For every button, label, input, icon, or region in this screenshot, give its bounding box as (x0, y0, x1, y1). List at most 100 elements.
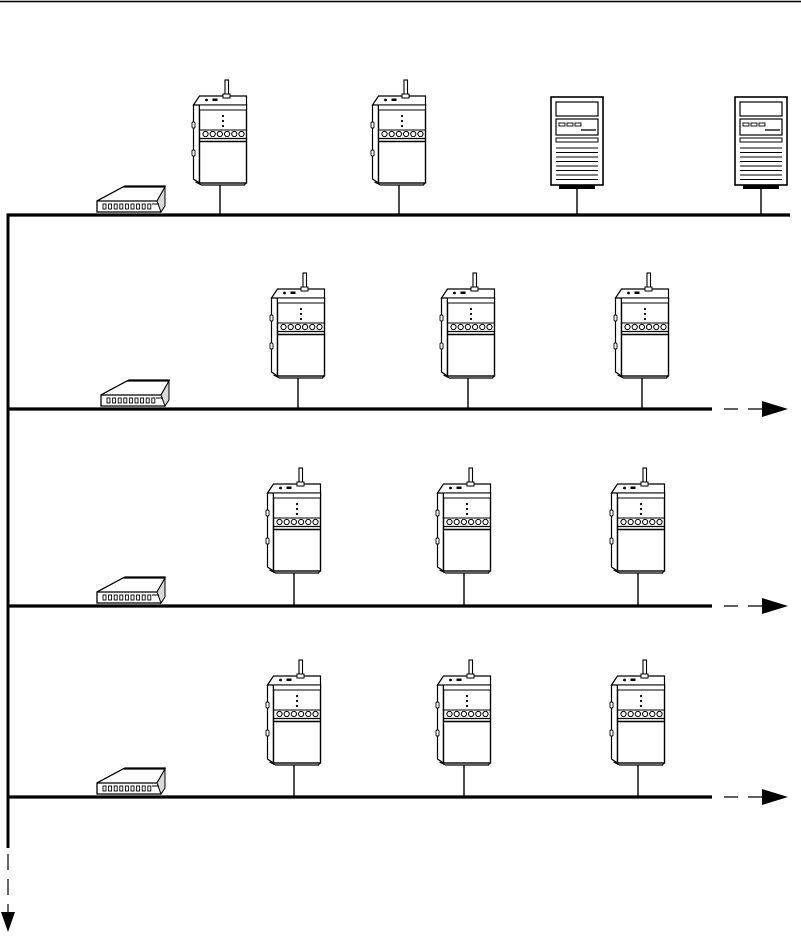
arrowhead-icon (762, 401, 788, 417)
antenna-base (467, 674, 474, 678)
terminal-screw (621, 519, 626, 524)
terminal-screw (483, 519, 488, 524)
status-label (631, 487, 636, 490)
status-label (291, 292, 296, 295)
wireless-controller-icon (266, 660, 321, 765)
controller-side-panel (268, 488, 274, 571)
terminal-screw (625, 324, 630, 329)
terminal-screw (210, 131, 215, 136)
controller-lid (442, 289, 495, 298)
antenna-base (641, 482, 648, 486)
terminal-screw (277, 519, 282, 524)
controller-lid-rim (444, 493, 491, 498)
indicator-dot (640, 503, 642, 505)
indicator-dot (296, 700, 298, 702)
terminal-screw (657, 711, 662, 716)
antenna-base (297, 482, 304, 486)
indicator-dot (296, 503, 298, 505)
status-led-icon (449, 679, 452, 682)
hub-port (113, 398, 116, 403)
indicator-dot (401, 120, 403, 122)
mount-knob (270, 343, 273, 349)
terminal-screw (483, 711, 488, 716)
terminal-screw (632, 324, 637, 329)
terminal-screw (469, 711, 474, 716)
terminal-screw (203, 131, 208, 136)
mount-knob (266, 538, 269, 544)
network-segment-2 (7, 273, 789, 417)
status-led-icon (384, 99, 387, 102)
arrowhead-icon (762, 598, 788, 614)
segment-continuation-arrow (724, 598, 788, 614)
status-label (635, 292, 640, 295)
hub-port (107, 398, 110, 403)
terminal-screw (650, 519, 655, 524)
controller-lid (268, 676, 321, 685)
terminal-screw (284, 519, 289, 524)
indicator-dot (296, 695, 298, 697)
server-tower-icon (551, 97, 603, 189)
drive-button (567, 123, 573, 126)
hub-port (103, 786, 106, 791)
drive-button (743, 123, 749, 126)
antenna-base (471, 287, 478, 291)
status-label (457, 487, 462, 490)
network-segment-1 (7, 80, 791, 215)
terminal-screw (657, 519, 662, 524)
network-hub-icon (101, 380, 169, 406)
terminal-screw (284, 711, 289, 716)
hub-port (114, 595, 117, 600)
terminal-screw (313, 711, 318, 716)
terminal-screw (277, 711, 282, 716)
hub-top-face (97, 769, 165, 783)
drive-button (559, 123, 565, 126)
terminal-screw (621, 711, 626, 716)
indicator-dot (300, 308, 302, 310)
hub-port (103, 204, 106, 209)
indicator-dot (644, 308, 646, 310)
mount-knob (614, 315, 617, 321)
terminal-screw (461, 519, 466, 524)
hub-port (125, 595, 128, 600)
status-led-icon (279, 487, 282, 490)
hub-port (146, 398, 149, 403)
wireless-controller-icon (614, 273, 669, 378)
terminal-screw (299, 519, 304, 524)
wireless-controller-icon (440, 273, 495, 378)
controller-lid (272, 289, 325, 298)
terminal-screw (239, 131, 244, 136)
indicator-dot (300, 318, 302, 320)
wireless-controller-icon (436, 660, 491, 765)
terminal-screw (454, 711, 459, 716)
terminal-screw (476, 711, 481, 716)
hub-port (120, 786, 123, 791)
indicator-dot (640, 513, 642, 515)
status-label (631, 679, 636, 682)
mount-knob (192, 122, 195, 128)
indicator-dot (640, 508, 642, 510)
hub-port (125, 786, 128, 791)
terminal-screw (487, 324, 492, 329)
indicator-dot (296, 513, 298, 515)
terminal-screw (288, 324, 293, 329)
terminal-screw (647, 324, 652, 329)
mount-knob (610, 538, 613, 544)
hub-port (120, 595, 123, 600)
hub-port (109, 595, 112, 600)
indicator-dot (470, 318, 472, 320)
indicator-dot (401, 125, 403, 127)
indicator-dot (644, 318, 646, 320)
mount-knob (436, 702, 439, 708)
drive-bay (556, 119, 598, 135)
indicator-dot (222, 125, 224, 127)
terminal-screw (451, 324, 456, 329)
drive-bay (556, 102, 598, 116)
wireless-controller-icon (436, 468, 491, 573)
mount-knob (266, 510, 269, 516)
drive-button (575, 123, 581, 126)
terminal-screw (628, 519, 633, 524)
hub-port (118, 398, 121, 403)
controller-side-panel (442, 293, 448, 376)
terminal-screw (281, 324, 286, 329)
